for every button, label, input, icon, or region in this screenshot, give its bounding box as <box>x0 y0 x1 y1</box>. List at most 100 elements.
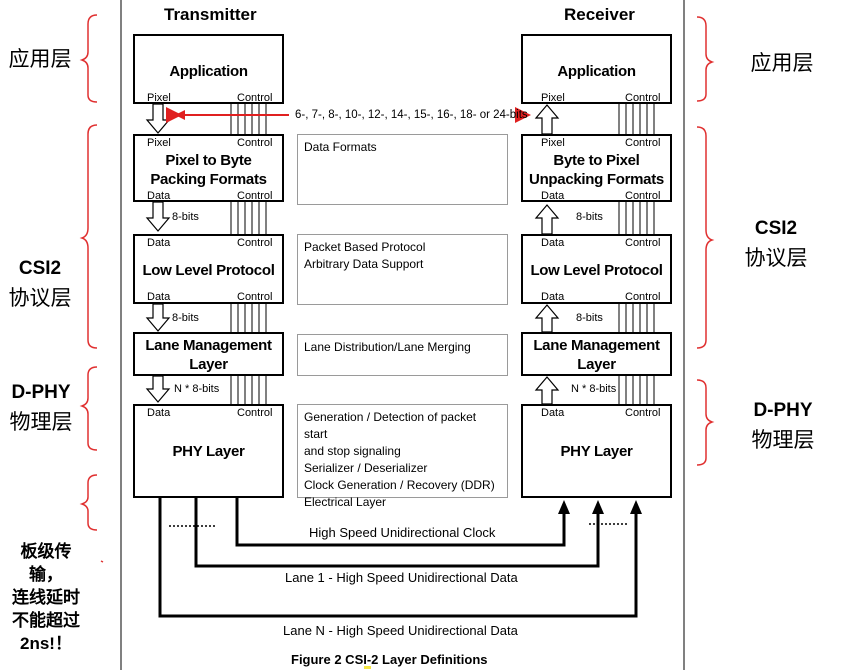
tx-pixel-to-byte-box: Pixel Control Pixel to Byte Packing Form… <box>133 134 284 202</box>
pixel-width-arrowhead-left <box>175 110 185 120</box>
rx-phy-data-port: Data <box>541 407 565 419</box>
laneN-link-label: Lane N - High Speed Unidirectional Data <box>283 623 518 638</box>
rx-app-control-port: Control <box>625 92 661 104</box>
desc-formats-line1: Data Formats <box>304 140 377 154</box>
desc-phy-line5: Electrical Layer <box>304 495 387 509</box>
board-note-line2: 输， <box>29 565 63 584</box>
desc-phy-line4: Clock Generation / Recovery (DDR) <box>304 478 495 492</box>
rx-llp-data-port-bottom: Data <box>541 291 565 303</box>
rx-data-arrows <box>534 104 560 405</box>
rx-phy-layer-box: Data Control PHY Layer <box>521 404 672 498</box>
receiver-heading: Receiver <box>564 5 635 24</box>
left-layer-brackets <box>79 14 104 563</box>
rx-8bits-label-2: 8-bits <box>576 312 603 324</box>
board-note-line5: 2ns!！ <box>20 634 72 653</box>
left-csi2-label-line1: CSI2 <box>18 258 62 279</box>
rx-b2p-data-port: Data <box>541 190 565 202</box>
tx-phy-title: PHY Layer <box>172 443 245 460</box>
rx-application-box: Application Pixel Control <box>521 34 672 104</box>
tx-application-box: Application Pixel Control <box>133 34 284 104</box>
left-app-layer-label: 应用层 <box>8 48 72 71</box>
tx-lane-title-line1: Lane Management <box>145 337 272 354</box>
tx-application-title: Application <box>169 63 248 80</box>
rx-llp-data-port-top: Data <box>541 237 565 249</box>
rx-application-title: Application <box>557 63 636 80</box>
desc-phy-line1: Generation / Detection of packet start <box>304 410 477 441</box>
right-app-layer-label: 应用层 <box>750 52 814 75</box>
high-speed-links <box>158 498 638 618</box>
clock-link-label: High Speed Unidirectional Clock <box>309 525 496 540</box>
rx-app-pixel-port: Pixel <box>541 92 565 104</box>
tx-p2b-pixel-port: Pixel <box>147 137 171 149</box>
tx-app-control-port: Control <box>237 92 273 104</box>
board-transmission-note: 板级传 输， 连线延时 不能超过 2ns!！ <box>0 540 92 655</box>
desc-lane: Lane Distribution/Lane Merging <box>297 334 508 376</box>
tx-p2b-data-port: Data <box>147 190 171 202</box>
board-note-line4: 不能超过 <box>12 611 80 630</box>
rx-b2p-control-port-top: Control <box>625 137 661 149</box>
figure-caption: Figure 2 CSI-2 Layer Definitions <box>291 652 488 667</box>
tx-llp-control-port-bottom: Control <box>237 291 273 303</box>
tx-vertical-wires <box>230 104 267 404</box>
rx-lane-title-line2: Layer <box>577 356 616 373</box>
right-csi2-label-line2: 协议层 <box>744 247 808 270</box>
pixel-width-label: 6-, 7-, 8-, 10-, 12-, 14-, 15-, 16-, 18-… <box>295 109 528 121</box>
rx-b2p-pixel-port: Pixel <box>541 137 565 149</box>
rx-8bits-label-1: 8-bits <box>576 211 603 223</box>
right-dphy-label-line2: 物理层 <box>751 429 815 452</box>
caption-highlight-mark <box>364 666 371 669</box>
tx-phy-layer-box: Data Control PHY Layer <box>133 404 284 498</box>
left-csi2-layer-label: CSI2 协议层 <box>0 254 80 314</box>
tx-phy-data-port: Data <box>147 407 171 419</box>
high-speed-arrowheads <box>558 500 642 514</box>
right-dphy-label-line1: D-PHY <box>753 400 813 421</box>
tx-llp-data-port-bottom: Data <box>147 291 171 303</box>
rx-lane-title-line1: Lane Management <box>533 337 660 354</box>
tx-lane-management-box: Lane Management Layer <box>133 332 284 376</box>
transmitter-heading: Transmitter <box>164 5 257 24</box>
tx-low-level-protocol-box: Data Control Low Level Protocol Data Con… <box>133 234 284 304</box>
lane-ellipsis-dots <box>169 523 627 527</box>
tx-llp-data-port-top: Data <box>147 237 171 249</box>
rx-byte-to-pixel-box: Pixel Control Byte to Pixel Unpacking Fo… <box>521 134 672 202</box>
board-note-line3: 连线延时 <box>12 588 80 607</box>
right-csi2-layer-label: CSI2 协议层 <box>736 214 816 274</box>
board-note-line1: 板级传 <box>20 542 72 561</box>
tx-8bits-label-1: 8-bits <box>172 211 199 223</box>
tx-lane-title-line2: Layer <box>189 356 228 373</box>
rx-b2p-title-line2: Unpacking Formats <box>529 171 664 188</box>
desc-phy: Generation / Detection of packet start a… <box>297 404 508 509</box>
rx-llp-control-port-top: Control <box>625 237 661 249</box>
tx-llp-title: Low Level Protocol <box>142 262 275 279</box>
tx-p2b-control-port-top: Control <box>237 137 273 149</box>
desc-lane-line1: Lane Distribution/Lane Merging <box>304 340 471 354</box>
rx-llp-control-port-bottom: Control <box>625 291 661 303</box>
tx-p2b-title-line1: Pixel to Byte <box>165 152 252 169</box>
desc-phy-line3: Serializer / Deserializer <box>304 461 428 475</box>
left-dphy-label-line1: D-PHY <box>11 382 71 403</box>
desc-data-formats: Data Formats <box>297 134 508 205</box>
tx-llp-control-port-top: Control <box>237 237 273 249</box>
right-dphy-layer-label: D-PHY 物理层 <box>740 396 826 456</box>
tx-p2b-control-port-bottom: Control <box>237 190 273 202</box>
left-dphy-label-line2: 物理层 <box>9 411 73 434</box>
right-layer-brackets <box>696 16 715 466</box>
tx-p2b-title-line2: Packing Formats <box>150 171 267 188</box>
desc-protocol-line2: Arbitrary Data Support <box>304 257 424 271</box>
rx-phy-control-port: Control <box>625 407 661 419</box>
rx-lane-management-box: Lane Management Layer <box>521 332 672 376</box>
desc-protocol: Packet Based Protocol Arbitrary Data Sup… <box>297 234 508 305</box>
tx-data-arrows <box>145 103 171 403</box>
rx-vertical-wires <box>618 104 655 404</box>
tx-app-pixel-port: Pixel <box>147 92 171 104</box>
rx-low-level-protocol-box: Data Control Low Level Protocol Data Con… <box>521 234 672 304</box>
lane1-link-label: Lane 1 - High Speed Unidirectional Data <box>285 570 518 585</box>
tx-phy-control-port: Control <box>237 407 273 419</box>
left-dphy-layer-label: D-PHY 物理层 <box>0 378 82 438</box>
tx-8bits-label-2: 8-bits <box>172 312 199 324</box>
rx-n8bits-label: N * 8-bits <box>571 383 617 395</box>
rx-phy-title: PHY Layer <box>560 443 633 460</box>
rx-b2p-control-port-bottom: Control <box>625 190 661 202</box>
rx-b2p-title-line1: Byte to Pixel <box>553 152 640 169</box>
